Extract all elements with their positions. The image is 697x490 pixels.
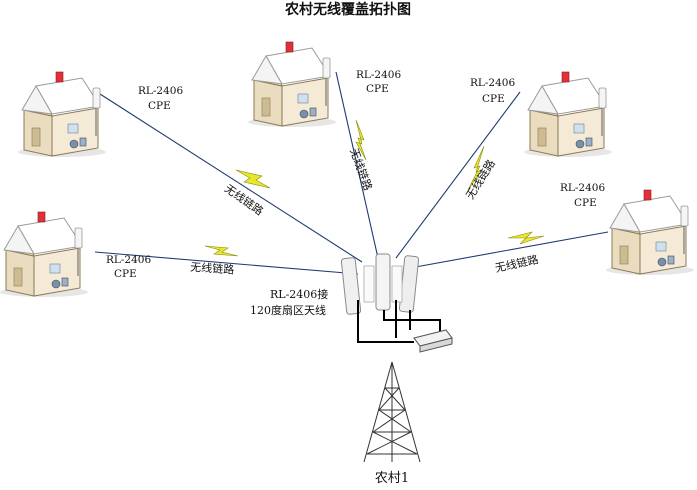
cpe-type-label-1: CPE [148, 100, 171, 112]
bolt-icon [204, 245, 239, 257]
link-line-3 [335, 71, 379, 259]
link-line-1 [99, 93, 363, 263]
cpe-model-label-1: RL-2406 [138, 85, 183, 97]
bolt-icon [467, 145, 485, 191]
bolt-icon [507, 231, 545, 245]
house-3 [247, 41, 337, 128]
link-label-3: 无线链路 [347, 146, 375, 192]
cpe-type-label-2: CPE [114, 268, 137, 280]
house-2 [0, 211, 89, 298]
link-label-2: 无线链路 [190, 260, 235, 277]
site-label: 农村1 [375, 471, 409, 486]
wireless-links [94, 71, 609, 275]
bolt-icon [355, 119, 367, 161]
sector-antenna-left [340, 257, 362, 315]
diagram-title: 农村无线覆盖拓扑图 [284, 1, 411, 18]
link-line-5 [409, 231, 609, 269]
cpe-model-label-5: RL-2406 [560, 182, 605, 194]
cpe-type-label-3: CPE [366, 83, 389, 95]
cpe-type-label-4: CPE [482, 93, 505, 105]
house-4 [523, 71, 613, 158]
cpe-model-label-4: RL-2406 [470, 77, 515, 89]
antenna-cabling [357, 300, 441, 343]
link-line-2 [94, 251, 359, 275]
sector-antenna-center [375, 253, 391, 311]
link-label-4: 无线链路 [463, 157, 498, 202]
sector-antennas [340, 253, 420, 315]
bolt-icon [235, 169, 271, 189]
house-1 [17, 71, 107, 158]
cpe-type-label-5: CPE [574, 197, 597, 209]
signal-bolts [204, 119, 545, 257]
cpe-model-label-3: RL-2406 [356, 69, 401, 81]
ap-label-line2: 120度扇区天线 [250, 303, 326, 317]
cpe-model-label-2: RL-2406 [106, 254, 151, 266]
ap-label-line1: RL-2406接 [270, 288, 328, 301]
link-label-5: 无线链路 [494, 252, 540, 275]
bridge-device [413, 329, 453, 353]
link-line-4 [395, 91, 521, 259]
house-5 [605, 189, 695, 276]
lattice-tower [363, 361, 421, 463]
